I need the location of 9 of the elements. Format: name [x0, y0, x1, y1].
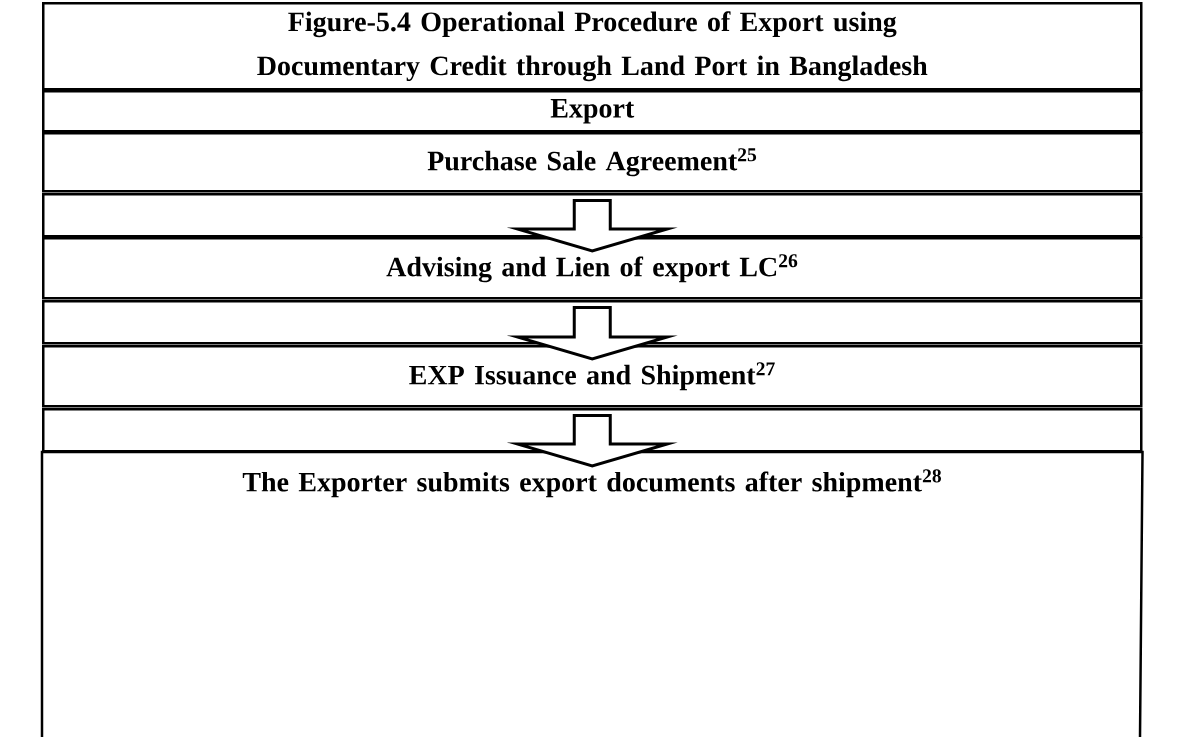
process-box: The Exporter submits export documents after shipment$^{28}$	[40, 450, 1144, 737]
empty-row	[42, 408, 1143, 453]
empty-row	[42, 193, 1143, 238]
process-box: EXP Issuance and Shipment$^{27}$	[42, 345, 1143, 408]
process-box: Purchase Sale Agreement$^{25}$	[42, 132, 1143, 193]
title-box: Figure-5.4 Operational Procedure of Export using Documentary Credit through Land Port in Bangladesh	[42, 2, 1143, 91]
empty-row	[42, 300, 1143, 345]
process-box: Advising and Lien of export LC$^{26}$	[42, 237, 1143, 300]
process-box: Export	[42, 90, 1143, 133]
